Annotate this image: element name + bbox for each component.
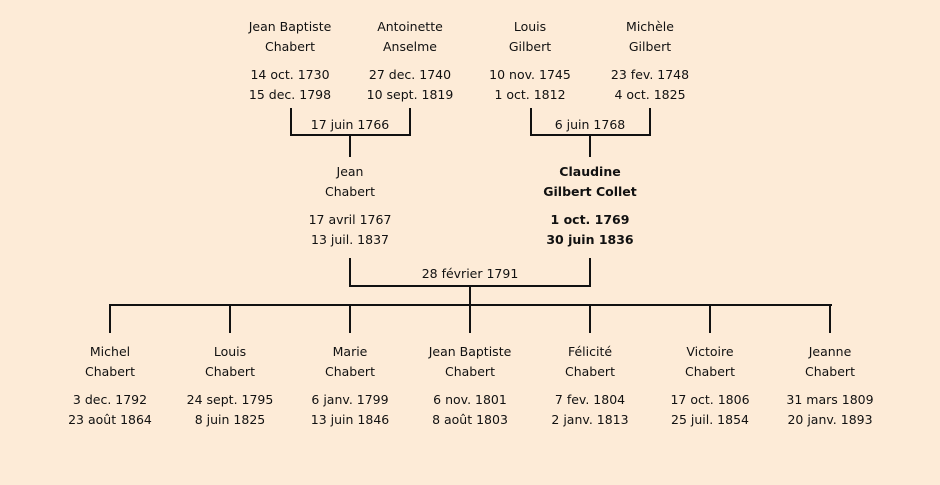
death-date: 1 oct. 1812 xyxy=(494,87,566,102)
first-name: Jean Baptiste xyxy=(248,19,332,34)
connector-line xyxy=(709,304,711,333)
spacer xyxy=(470,57,590,65)
first-name: Antoinette xyxy=(377,19,443,34)
first-name: Marie xyxy=(332,344,368,359)
marriage-date-maternal: 6 juin 1768 xyxy=(554,117,626,132)
death-date: 4 oct. 1825 xyxy=(614,87,686,102)
death-date: 25 juil. 1854 xyxy=(671,412,749,427)
death-date: 23 août 1864 xyxy=(68,412,152,427)
first-name: Jeanne xyxy=(808,344,852,359)
connector-line xyxy=(589,304,591,333)
birth-date: 10 nov. 1745 xyxy=(489,67,571,82)
birth-date: 1 oct. 1769 xyxy=(550,212,630,227)
first-name: Louis xyxy=(213,344,247,359)
death-date: 20 janv. 1893 xyxy=(787,412,873,427)
first-name: Jean xyxy=(336,164,364,179)
last-name: Chabert xyxy=(565,364,615,379)
death-date: 8 juin 1825 xyxy=(194,412,266,427)
connector-line xyxy=(530,108,532,136)
connector-line xyxy=(469,304,471,333)
birth-date: 23 fev. 1748 xyxy=(610,67,690,82)
first-name: Claudine xyxy=(559,164,621,179)
last-name: Chabert xyxy=(325,184,375,199)
spacer xyxy=(530,382,650,390)
last-name: Chabert xyxy=(805,364,855,379)
spacer xyxy=(530,202,650,210)
birth-date: 6 janv. 1799 xyxy=(311,392,389,407)
death-date: 2 janv. 1813 xyxy=(551,412,629,427)
first-name: Michèle xyxy=(626,19,674,34)
first-name: Michel xyxy=(89,344,131,359)
death-date: 30 juin 1836 xyxy=(546,232,634,247)
spacer xyxy=(50,382,170,390)
spacer xyxy=(170,382,290,390)
last-name: Chabert xyxy=(85,364,135,379)
marriage-date-parents: 28 février 1791 xyxy=(421,266,519,281)
birth-date: 27 dec. 1740 xyxy=(368,67,452,82)
birth-date: 3 dec. 1792 xyxy=(72,392,148,407)
death-date: 13 juil. 1837 xyxy=(311,232,389,247)
first-name: Louis xyxy=(513,19,547,34)
spacer xyxy=(770,382,890,390)
birth-date: 7 fev. 1804 xyxy=(554,392,626,407)
connector-line xyxy=(349,134,351,157)
birth-date: 17 avril 1767 xyxy=(308,212,392,227)
spacer xyxy=(230,57,350,65)
spacer xyxy=(290,382,410,390)
connector-line xyxy=(349,304,351,333)
connector-line xyxy=(469,285,471,306)
connector-line xyxy=(649,108,651,136)
spacer xyxy=(650,382,770,390)
connector-line xyxy=(409,108,411,136)
last-name: Chabert xyxy=(445,364,495,379)
connector-line xyxy=(589,258,591,287)
first-name: Victoire xyxy=(686,344,734,359)
birth-date: 17 oct. 1806 xyxy=(670,392,750,407)
spacer xyxy=(350,57,470,65)
birth-date: 24 sept. 1795 xyxy=(186,392,274,407)
birth-date: 14 oct. 1730 xyxy=(250,67,330,82)
last-name: Chabert xyxy=(265,39,315,54)
marriage-date-paternal: 17 juin 1766 xyxy=(310,117,390,132)
first-name: Félicité xyxy=(567,344,613,359)
spacer xyxy=(410,382,530,390)
last-name: Gilbert xyxy=(628,39,672,54)
last-name: Chabert xyxy=(325,364,375,379)
last-name: Chabert xyxy=(685,364,735,379)
last-name: Chabert xyxy=(205,364,255,379)
connector-line xyxy=(829,304,831,333)
first-name: Jean Baptiste xyxy=(428,344,512,359)
death-date: 15 dec. 1798 xyxy=(248,87,332,102)
spacer xyxy=(290,202,410,210)
last-name: Gilbert Collet xyxy=(543,184,637,199)
last-name: Gilbert xyxy=(508,39,552,54)
birth-date: 31 mars 1809 xyxy=(786,392,874,407)
connector-line xyxy=(109,304,111,333)
death-date: 10 sept. 1819 xyxy=(366,87,454,102)
connector-line xyxy=(290,108,292,136)
last-name: Anselme xyxy=(382,39,438,54)
birth-date: 6 nov. 1801 xyxy=(433,392,507,407)
death-date: 8 août 1803 xyxy=(432,412,508,427)
death-date: 13 juin 1846 xyxy=(310,412,390,427)
connector-line xyxy=(229,304,231,333)
connector-line xyxy=(589,134,591,157)
spacer xyxy=(590,57,710,65)
connector-line xyxy=(349,258,351,287)
